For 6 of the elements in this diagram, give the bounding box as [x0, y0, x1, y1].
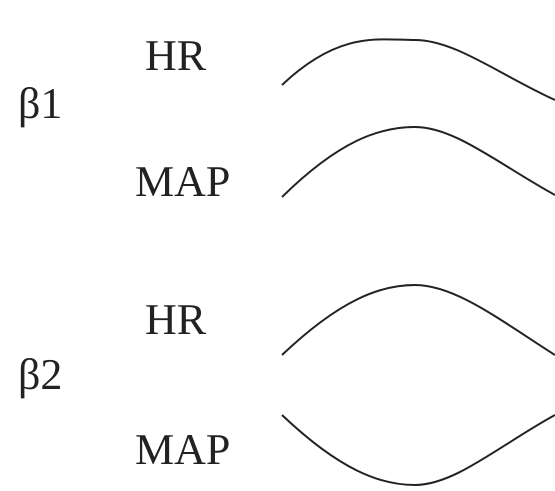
curve-label: MAP [135, 428, 230, 472]
group-label: β1 [18, 82, 62, 126]
group-label: β2 [18, 353, 62, 397]
curve-label: HR [145, 34, 206, 78]
curve-label: MAP [135, 160, 230, 204]
curve-label: HR [145, 298, 206, 342]
